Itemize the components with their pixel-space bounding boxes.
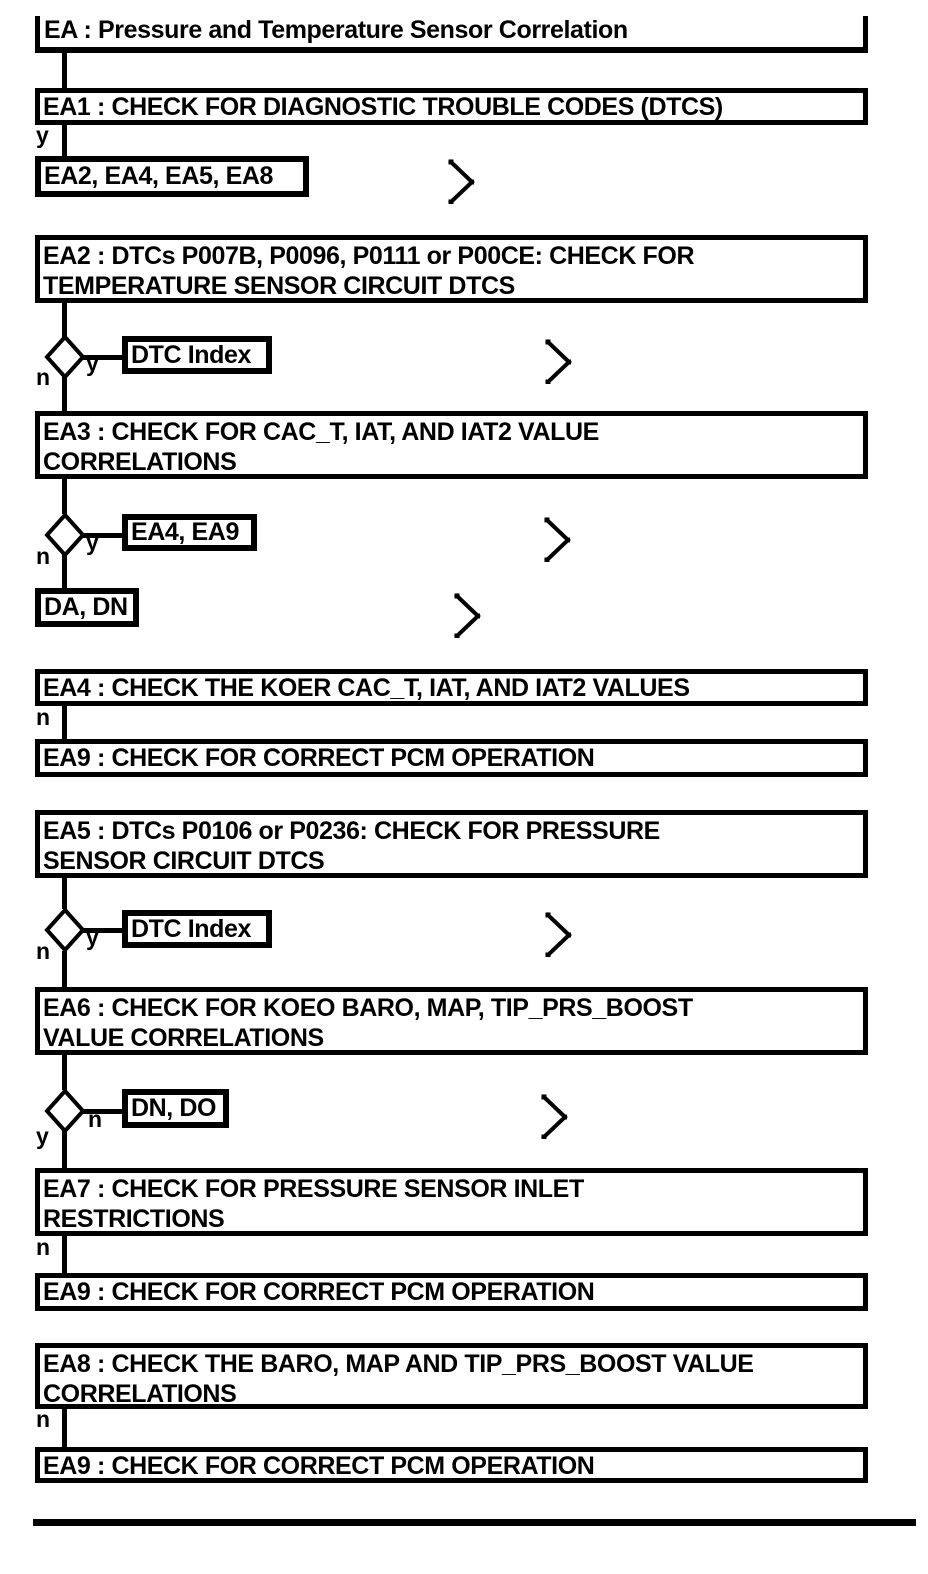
connector-line [62, 703, 67, 741]
step-box-ea4: EA4 : CHECK THE KOER CAC_T, IAT, AND IAT… [35, 669, 868, 706]
yes-label: y [86, 924, 99, 950]
continue-chevron-icon[interactable] [543, 336, 573, 384]
connector-line [62, 1131, 67, 1169]
step-box-ea1: EA1 : CHECK FOR DIAGNOSTIC TROUBLE CODES… [35, 88, 868, 125]
no-label: n [36, 364, 51, 390]
step-box-ea9: EA9 : CHECK FOR CORRECT PCM OPERATION [35, 1273, 868, 1311]
connector-line [82, 1109, 122, 1114]
no-label: n [36, 1234, 51, 1260]
jump-ref-box-da-dn[interactable]: DA, DN [35, 588, 139, 627]
step-box-ea7: EA7 : CHECK FOR PRESSURE SENSOR INLET RE… [35, 1168, 868, 1236]
continue-chevron-icon[interactable] [543, 909, 573, 957]
jump-ref-box-dn-do[interactable]: DN, DO [122, 1089, 229, 1128]
connector-line [62, 1233, 67, 1274]
bottom-rule [33, 1519, 916, 1526]
step-box-ea6: EA6 : CHECK FOR KOEO BARO, MAP, TIP_PRS_… [35, 987, 868, 1055]
yes-label: y [86, 529, 99, 555]
jump-ref-box-ea2-ea4-ea5-ea8[interactable]: EA2, EA4, EA5, EA8 [35, 156, 309, 197]
connector-line [62, 376, 67, 412]
no-label: n [36, 1406, 51, 1432]
connector-line [82, 533, 122, 538]
decision-diamond-icon [44, 334, 86, 380]
connector-line [62, 1052, 67, 1090]
no-label: n [36, 938, 51, 964]
dtc-index-ref[interactable]: DTC Index [122, 336, 272, 374]
connector-line [62, 302, 67, 338]
continue-chevron-icon[interactable] [539, 1091, 569, 1139]
no-label: n [88, 1106, 103, 1132]
jump-ref-box-ea4-ea9[interactable]: EA4, EA9 [122, 514, 257, 551]
connector-line [62, 951, 67, 989]
no-label: n [36, 543, 51, 569]
step-box-ea8: EA8 : CHECK THE BARO, MAP AND TIP_PRS_BO… [35, 1343, 868, 1409]
continue-chevron-icon[interactable] [452, 590, 482, 638]
continue-chevron-icon[interactable] [542, 514, 572, 562]
step-box-ea5: EA5 : DTCs P0106 or P0236: CHECK FOR PRE… [35, 810, 868, 878]
yes-label: y [86, 350, 99, 376]
connector-line [62, 478, 67, 514]
decision-diamond-icon [44, 512, 86, 558]
no-label: n [36, 704, 51, 730]
yes-label: y [36, 122, 49, 148]
step-box-ea3: EA3 : CHECK FOR CAC_T, IAT, AND IAT2 VAL… [35, 411, 868, 479]
continue-chevron-icon[interactable] [446, 156, 476, 204]
step-box-ea2: EA2 : DTCs P007B, P0096, P0111 or P00CE:… [35, 235, 868, 303]
step-box-ea9: EA9 : CHECK FOR CORRECT PCM OPERATION [35, 739, 868, 777]
connector-line [82, 928, 122, 933]
connector-line [62, 875, 67, 909]
flow-title: EA : Pressure and Temperature Sensor Cor… [35, 16, 868, 53]
connector-line [82, 355, 122, 360]
dtc-index-ref[interactable]: DTC Index [122, 910, 272, 948]
connector-line [62, 554, 67, 589]
decision-diamond-icon [44, 1088, 86, 1134]
yes-label: y [36, 1123, 49, 1149]
connector-line [62, 53, 67, 88]
connector-line [62, 1406, 67, 1448]
decision-diamond-icon [44, 907, 86, 953]
step-box-ea9: EA9 : CHECK FOR CORRECT PCM OPERATION [35, 1447, 868, 1483]
connector-line [62, 125, 67, 157]
